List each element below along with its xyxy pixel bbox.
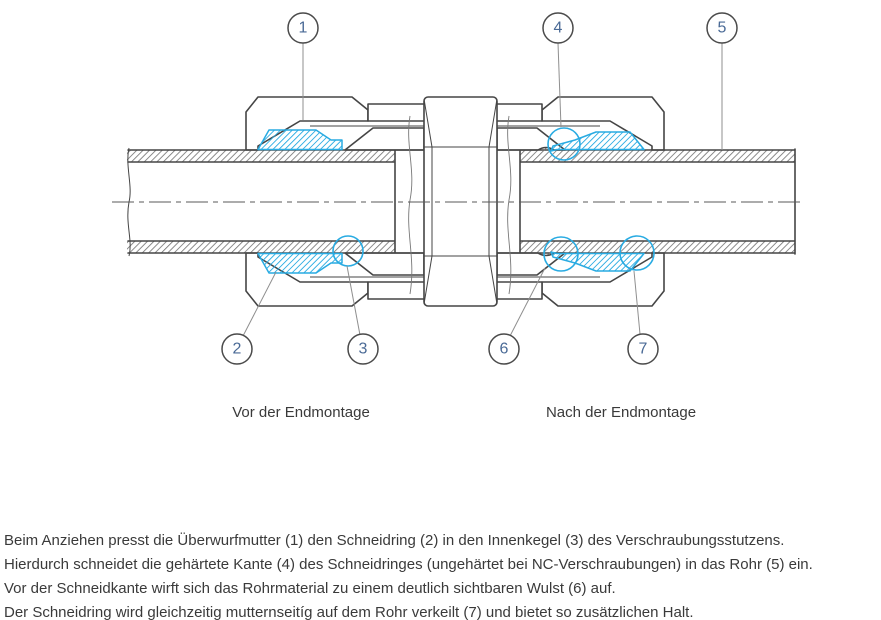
description-line-1: Beim Anziehen presst die Überwurfmutter … [4,532,785,549]
left-stud-transition-curve [408,115,413,295]
callout-4-number: 4 [554,20,563,37]
right-tube [496,146,796,257]
right-stud-transition-curve [507,115,512,295]
description-line-2: Hierdurch schneidet die gehärtete Kante … [4,556,813,573]
left-tube [127,147,425,257]
callout-5: 5 [706,12,738,150]
callout-5-number: 5 [718,20,727,37]
callout-3: 3 [346,265,379,365]
callout-1: 1 [287,12,319,120]
callout-4: 4 [542,12,574,128]
cross-section-drawing: 1 4 5 2 3 [112,12,802,421]
highlight-circle-bulge [543,236,579,272]
callouts: 1 4 5 2 3 [221,12,738,365]
description-line-4: Der Schneidring wird gleichzeitig mutter… [4,604,694,620]
left-thread-lines [310,120,426,283]
callout-2-number: 2 [233,341,242,358]
left-nut-skirt-top [367,103,427,122]
callout-7: 7 [627,270,659,365]
callout-1-number: 1 [299,20,308,37]
callout-3-number: 3 [359,341,368,358]
right-tube-wall-top [520,150,795,162]
description-line-3: Vor der Schneidkante wirft sich das Rohr… [4,580,616,597]
left-tube-wall-top [127,150,395,162]
left-cutting-ring-top [257,129,343,151]
callout-6-number: 6 [500,341,509,358]
cutting-rings [257,127,655,274]
highlight-circle-wedging [619,235,655,271]
left-tube-wall-bottom [127,241,395,253]
callout-2: 2 [221,271,277,365]
callout-6: 6 [488,267,546,365]
callout-7-number: 7 [639,341,648,358]
highlight-circle-inner-cone [332,235,364,267]
left-stud-top-section [344,127,425,151]
right-cutting-ring-top [550,131,645,152]
left-cutting-ring-bottom [257,252,343,274]
caption-after-assembly: Nach der Endmontage [546,404,696,421]
caption-before-assembly: Vor der Endmontage [232,404,370,421]
right-thread-lines [484,120,600,283]
right-tube-outline [496,146,796,257]
right-tube-wall-bottom [520,241,795,253]
description-text: Beim Anziehen presst die Überwurfmutter … [4,529,877,620]
left-nut-skirt-bottom [367,281,427,300]
highlight-circle-cutting-edge [547,127,581,161]
